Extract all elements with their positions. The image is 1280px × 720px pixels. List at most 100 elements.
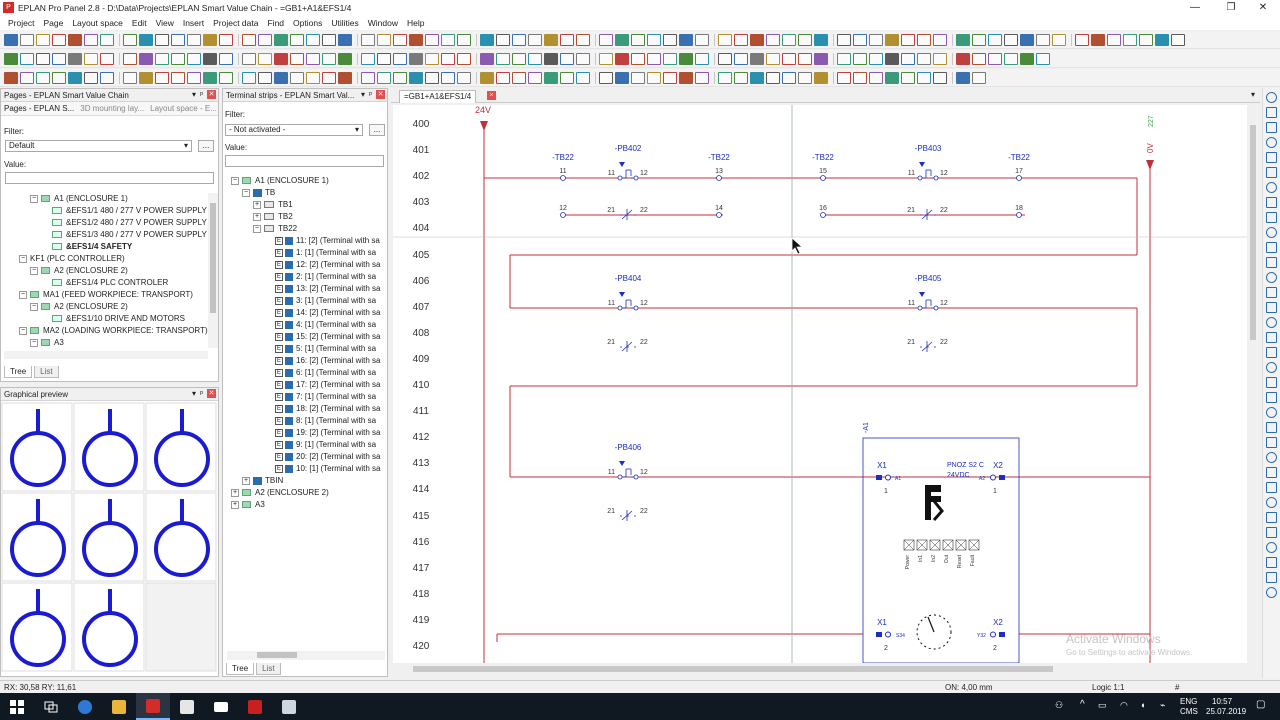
symbol-tool-icon[interactable] bbox=[1266, 467, 1277, 478]
toolbar-icon[interactable] bbox=[219, 52, 233, 65]
symbol-tool-icon[interactable] bbox=[1266, 122, 1277, 133]
menu-insert[interactable]: Insert bbox=[182, 17, 205, 28]
menu-view[interactable]: View bbox=[155, 17, 174, 28]
toolbar-icon[interactable] bbox=[52, 71, 66, 84]
toolbar-icon[interactable] bbox=[1091, 33, 1105, 46]
toolbar-icon[interactable] bbox=[901, 33, 915, 46]
collapse-icon[interactable]: − bbox=[30, 302, 38, 311]
toolbar-icon[interactable] bbox=[1036, 33, 1050, 46]
tab-list[interactable]: List bbox=[256, 663, 281, 675]
page-tree-item[interactable]: &EFS1/4 PLC CONTROLER bbox=[4, 277, 208, 289]
toolbar-icon[interactable] bbox=[798, 71, 812, 84]
toolbar-icon[interactable] bbox=[782, 71, 796, 84]
network-icon[interactable]: ◠ bbox=[1120, 700, 1128, 710]
toolbar-icon[interactable] bbox=[52, 33, 66, 46]
symbol-tool-icon[interactable] bbox=[1266, 317, 1277, 328]
toolbar-icon[interactable] bbox=[869, 71, 883, 84]
preview-symbol-icon[interactable] bbox=[82, 499, 138, 577]
toolbar-icon[interactable] bbox=[441, 71, 455, 84]
toolbar-icon[interactable] bbox=[837, 52, 851, 65]
document-tab-close-icon[interactable]: × bbox=[487, 91, 496, 100]
toolbar-icon[interactable] bbox=[718, 52, 732, 65]
toolbar-icon[interactable] bbox=[734, 71, 748, 84]
terminal-value-input[interactable] bbox=[225, 155, 384, 167]
page-tree-item[interactable]: −MA2 (LOADING WORKPIECE: TRANSPORT) bbox=[4, 325, 208, 337]
toolbar-icon[interactable] bbox=[338, 52, 352, 65]
toolbar-icon[interactable] bbox=[972, 33, 986, 46]
toolbar-icon[interactable] bbox=[933, 71, 947, 84]
terminal-filter-select[interactable]: - Not activated -▾ bbox=[225, 124, 363, 136]
symbol-tool-icon[interactable] bbox=[1266, 92, 1277, 103]
toolbar-icon[interactable] bbox=[544, 52, 558, 65]
symbol-tool-icon[interactable] bbox=[1266, 257, 1277, 268]
toolbar-icon[interactable] bbox=[972, 52, 986, 65]
toolbar-icon[interactable] bbox=[560, 33, 574, 46]
menu-window[interactable]: Window bbox=[367, 17, 398, 28]
menu-project[interactable]: Project bbox=[8, 17, 35, 28]
toolbar-icon[interactable] bbox=[734, 33, 748, 46]
toolbar-icon[interactable] bbox=[750, 33, 764, 46]
preview-symbol-icon[interactable] bbox=[10, 409, 66, 487]
toolbar-icon[interactable] bbox=[36, 52, 50, 65]
toolbar-icon[interactable] bbox=[155, 71, 169, 84]
toolbar-icon[interactable] bbox=[20, 52, 34, 65]
terminal-tree-item[interactable]: +A2 (ENCLOSURE 2) bbox=[227, 487, 385, 499]
toolbar-icon[interactable] bbox=[512, 71, 526, 84]
input-language-1[interactable]: ENG bbox=[1180, 697, 1198, 706]
toolbar-icon[interactable] bbox=[528, 33, 542, 46]
toolbar-icon[interactable] bbox=[718, 71, 732, 84]
toolbar-icon[interactable] bbox=[933, 33, 947, 46]
toolbar-icon[interactable] bbox=[322, 33, 336, 46]
toolbar-icon[interactable] bbox=[84, 33, 98, 46]
symbol-tool-icon[interactable] bbox=[1266, 227, 1277, 238]
page-tree-item[interactable]: &EFS1/3 480 / 277 V POWER SUPPLY bbox=[4, 229, 208, 241]
toolbar-icon[interactable] bbox=[853, 52, 867, 65]
document-tab[interactable]: =GB1+A1&EFS1/4 bbox=[399, 90, 477, 103]
toolbar-icon[interactable] bbox=[885, 33, 899, 46]
page-tree-item[interactable]: &EFS1/2 480 / 277 V POWER SUPPLY bbox=[4, 217, 208, 229]
toolbar-icon[interactable] bbox=[576, 71, 590, 84]
toolbar-icon[interactable] bbox=[814, 52, 828, 65]
minimize-button[interactable]: — bbox=[1190, 2, 1200, 13]
toolbar-icon[interactable] bbox=[512, 33, 526, 46]
toolbar-icon[interactable] bbox=[663, 33, 677, 46]
menu-page[interactable]: Page bbox=[43, 17, 64, 28]
toolbar-icon[interactable] bbox=[409, 71, 423, 84]
toolbar-icon[interactable] bbox=[480, 71, 494, 84]
symbol-tool-icon[interactable] bbox=[1266, 107, 1277, 118]
symbol-tool-icon[interactable] bbox=[1266, 482, 1277, 493]
toolbar-icon[interactable] bbox=[718, 33, 732, 46]
page-tree-item[interactable]: &EFS1/1 480 / 277 V POWER SUPPLY bbox=[4, 205, 208, 217]
toolbar-icon[interactable] bbox=[20, 33, 34, 46]
symbol-tool-icon[interactable] bbox=[1266, 557, 1277, 568]
symbol-tool-icon[interactable] bbox=[1266, 542, 1277, 553]
toolbar-icon[interactable] bbox=[853, 33, 867, 46]
terminal-tree-item[interactable]: +A3 bbox=[227, 499, 385, 511]
toolbar-icon[interactable] bbox=[361, 71, 375, 84]
toolbar-icon[interactable] bbox=[36, 33, 50, 46]
toolbar-icon[interactable] bbox=[139, 71, 153, 84]
symbol-tool-icon[interactable] bbox=[1266, 512, 1277, 523]
terminal-filter-browse-button[interactable]: ... bbox=[369, 124, 385, 136]
toolbar-icon[interactable] bbox=[322, 71, 336, 84]
preview-cell[interactable] bbox=[145, 582, 217, 672]
toolbar-icon[interactable] bbox=[425, 52, 439, 65]
symbol-tool-icon[interactable] bbox=[1266, 437, 1277, 448]
clock-date[interactable]: 25.07.2019 bbox=[1206, 707, 1247, 716]
collapse-icon[interactable]: − bbox=[242, 188, 250, 197]
symbol-tool-icon[interactable] bbox=[1266, 302, 1277, 313]
toolbar-icon[interactable] bbox=[155, 33, 169, 46]
toolbar-icon[interactable] bbox=[68, 71, 82, 84]
toolbar-icon[interactable] bbox=[1123, 33, 1137, 46]
toolbar-icon[interactable] bbox=[100, 33, 114, 46]
expand-icon[interactable]: + bbox=[253, 212, 261, 221]
pin-icon[interactable]: ᵖ bbox=[199, 90, 203, 99]
